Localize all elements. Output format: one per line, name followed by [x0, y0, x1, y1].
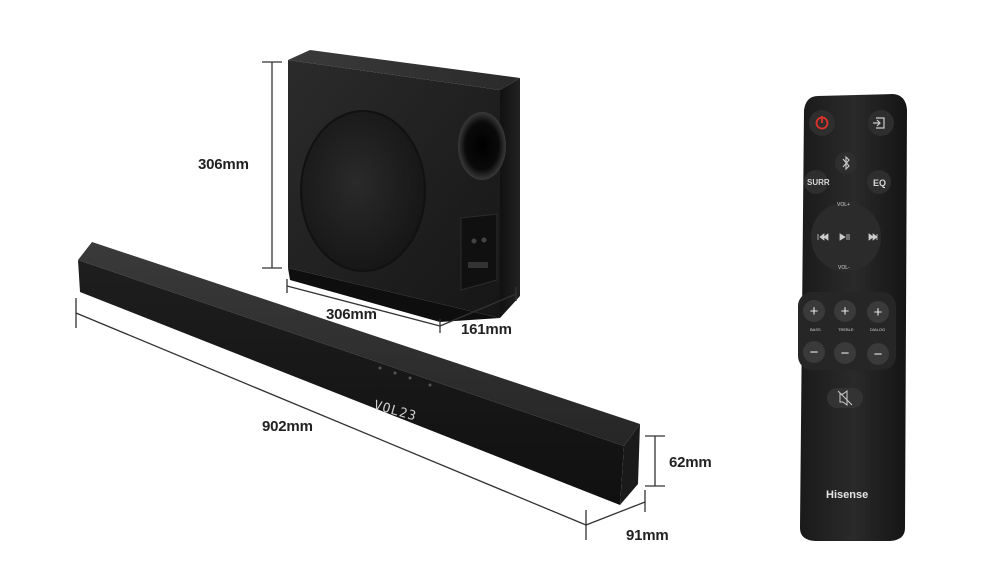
input-button[interactable] — [868, 110, 894, 136]
soundbar-button-icon — [408, 376, 412, 380]
soundbar-end — [620, 424, 640, 505]
playback-dial[interactable] — [811, 202, 881, 272]
vol-down-label: VOL- — [838, 265, 850, 271]
soundbar-height-label: 62mm — [669, 454, 712, 471]
soundbar-button-icon — [428, 383, 432, 387]
subwoofer-connector-panel — [460, 213, 498, 291]
bass-up-button[interactable] — [803, 300, 825, 322]
subwoofer-port — [458, 112, 506, 180]
subwoofer-height-label: 306mm — [198, 156, 249, 173]
eq-button[interactable] — [867, 170, 891, 194]
plus-signs: + + + − − − — [810, 303, 883, 363]
vol-up-label: VOL+ — [837, 202, 850, 208]
soundbar-width-label: 902mm — [262, 418, 313, 435]
subwoofer-driver — [300, 110, 426, 272]
soundbar-front — [78, 260, 624, 505]
dialog-up-button[interactable] — [867, 301, 889, 323]
treble-label: TREBLE — [838, 327, 854, 332]
input-icon — [873, 117, 885, 129]
brand-logo: Hisense — [826, 489, 869, 501]
bass-label: BASS — [810, 327, 821, 332]
soundbar-depth-label: 91mm — [626, 527, 669, 544]
connector-port-icon — [468, 262, 488, 268]
subwoofer-base — [288, 268, 500, 322]
minus-icon: − — [874, 346, 883, 363]
connector-socket-icon — [471, 238, 477, 244]
soundbar-button-icon — [378, 366, 382, 370]
plus-icon: + — [874, 304, 883, 321]
subwoofer — [288, 50, 520, 322]
soundbar-top — [78, 242, 640, 446]
subwoofer-width-label: 306mm — [326, 306, 377, 323]
subwoofer-top — [288, 50, 520, 90]
connector-socket-icon — [481, 237, 487, 243]
treble-down-button[interactable] — [834, 342, 856, 364]
surr-label: SURR — [807, 178, 830, 187]
soundbar-button-icon — [393, 371, 397, 375]
minus-icon: − — [810, 344, 819, 361]
bluetooth-icon — [842, 155, 850, 171]
minus-icon: − — [841, 345, 850, 362]
soundbar — [78, 242, 640, 505]
play-pause-icon — [839, 233, 850, 241]
subwoofer-side — [500, 78, 520, 318]
previous-icon — [817, 233, 829, 241]
eq-label: EQ — [873, 178, 887, 188]
bass-down-button[interactable] — [803, 341, 825, 363]
plus-icon: + — [810, 303, 819, 320]
next-icon — [868, 233, 878, 241]
treble-up-button[interactable] — [834, 300, 856, 322]
dimension-lines — [75, 61, 665, 540]
subwoofer-depth-label: 161mm — [461, 321, 512, 338]
remote-control: + + + − − − — [798, 94, 907, 541]
plus-icon: + — [841, 303, 850, 320]
dialog-label: DIALOG — [870, 327, 886, 332]
dialog-down-button[interactable] — [867, 343, 889, 365]
mute-icon — [837, 390, 853, 406]
surr-button[interactable] — [804, 170, 828, 194]
